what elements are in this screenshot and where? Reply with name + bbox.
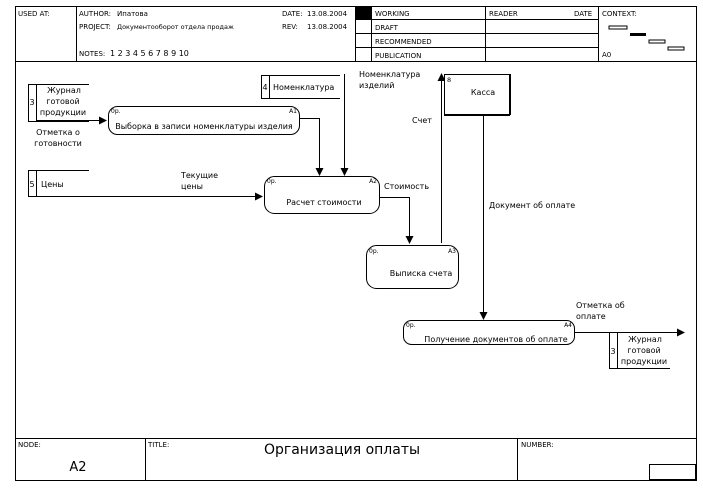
diagram-frame: [15, 6, 697, 481]
process-number: А1: [289, 108, 297, 115]
flow-label-line: Стоимость: [384, 182, 429, 191]
external-ref-journal-out: 3 Журнал готовой продукции: [609, 332, 670, 369]
flow-label-line: Отметка об: [576, 301, 625, 310]
process-name: Расчет стоимости: [286, 198, 361, 207]
process-tag: 0р.: [369, 248, 379, 255]
flow-arrow-a2-to-a3: [380, 197, 414, 244]
diagram-title: Организация оплаты: [264, 442, 420, 458]
flow-label-invoice: Счет: [412, 116, 432, 125]
ref-name-line: продукции: [621, 357, 667, 366]
ref-name-line: Журнал: [628, 335, 662, 344]
process-tag: 0р.: [111, 108, 121, 115]
footer-corner-box: [649, 464, 696, 480]
process-name: Выборка в записи номенклатуры изделия: [115, 122, 293, 131]
context-diagram-icon: [608, 25, 685, 51]
flow-label-current-prices: Текущие цены: [180, 171, 218, 191]
status-recommended: RECOMMENDED: [375, 38, 432, 46]
header-block: USED AT: AUTHOR: Ипатова PROJECT: Докуме…: [15, 6, 697, 62]
node-value: A2: [69, 460, 86, 475]
ref-number: 5: [29, 180, 34, 189]
status-publication: PUBLICATION: [375, 52, 421, 60]
number-label: NUMBER:: [521, 441, 554, 449]
ref-number: 3: [610, 347, 615, 356]
external-ref-nomenclature: 4 Номенклатура: [261, 75, 340, 99]
external-ref-journal-in: 3 Журнал готовой продукции: [28, 84, 89, 122]
ref-number: 3: [29, 98, 34, 107]
ref-name-line: Журнал: [47, 86, 81, 95]
entity-number: 8: [447, 76, 451, 84]
entity-name: Касса: [471, 88, 495, 97]
author-label: AUTHOR:: [79, 10, 111, 18]
flow-label-payment-mark: Отметка об оплате: [576, 301, 625, 321]
flow-label-line: Отметка о: [36, 128, 80, 137]
flow-label-line: Номенклатура: [359, 70, 420, 79]
ref-number: 4: [262, 83, 267, 92]
external-entity-kassa: 8 Касса: [444, 74, 511, 116]
date-value: 13.08.2004: [307, 10, 348, 18]
ref-name-line: Номенклатура: [273, 83, 334, 92]
ref-name-line: Цены: [41, 180, 64, 189]
context-node: A0: [602, 51, 611, 59]
process-number: А4: [564, 322, 572, 329]
footer-block: NODE: A2 TITLE: Организация оплаты NUMBE…: [15, 438, 697, 480]
rev-value: 13.08.2004: [307, 23, 348, 31]
ref-name-line: готовой: [46, 97, 79, 106]
reader-label: READER: [489, 10, 518, 18]
process-a3: 0р. А3 Выписка счета: [366, 245, 459, 289]
process-name: Выписка счета: [390, 269, 453, 278]
ref-name-line: готовой: [627, 346, 660, 355]
flow-label-cost: Стоимость: [384, 182, 429, 191]
project-label: PROJECT:: [79, 23, 111, 31]
status-draft: DRAFT: [375, 24, 399, 32]
process-tag: 0р.: [406, 322, 416, 329]
notes-value: 1 2 3 4 5 6 7 8 9 10: [110, 49, 189, 58]
flow-label-line: цены: [181, 182, 203, 191]
flow-label-line: оплате: [576, 312, 606, 321]
status-working: WORKING: [375, 10, 410, 18]
notes-label: NOTES:: [79, 50, 105, 58]
flow-label-nomenclature-items: Номенклатура изделий: [359, 70, 420, 90]
reader-date-label: DATE: [574, 10, 592, 18]
date-label: DATE:: [282, 10, 303, 18]
project-value: Документооборот отдела продаж: [117, 23, 234, 31]
flow-label-mark-ready: Отметка о готовности: [34, 128, 82, 148]
flow-label-line: Текущие: [180, 171, 218, 180]
flow-label-line: Документ об оплате: [489, 201, 575, 210]
process-number: А3: [448, 248, 456, 255]
process-a4: 0р. А4 Получение документов об оплате: [403, 320, 575, 345]
node-label: NODE:: [18, 441, 41, 449]
title-label: TITLE:: [147, 441, 169, 449]
ref-name-line: продукции: [40, 108, 86, 117]
process-a1: 0р. А1 Выборка в записи номенклатуры изд…: [108, 106, 300, 135]
used-at-label: USED AT:: [18, 10, 50, 18]
working-status-marker: [356, 7, 371, 19]
process-number: А2: [369, 178, 377, 185]
flow-label-line: готовности: [34, 139, 82, 148]
process-a2: 0р. А2 Расчет стоимости: [264, 176, 380, 214]
flow-label-line: изделий: [359, 81, 394, 90]
process-tag: 0р.: [267, 178, 277, 185]
process-name: Получение документов об оплате: [424, 335, 567, 344]
external-ref-prices: 5 Цены: [28, 170, 89, 197]
flow-label-payment-doc: Документ об оплате: [489, 201, 575, 210]
context-label: CONTEXT:: [602, 10, 637, 18]
flow-arrow-a1-to-a2: [300, 118, 324, 176]
flow-label-line: Счет: [412, 116, 432, 125]
author-value: Ипатова: [117, 10, 148, 18]
rev-label: REV:: [282, 23, 298, 31]
